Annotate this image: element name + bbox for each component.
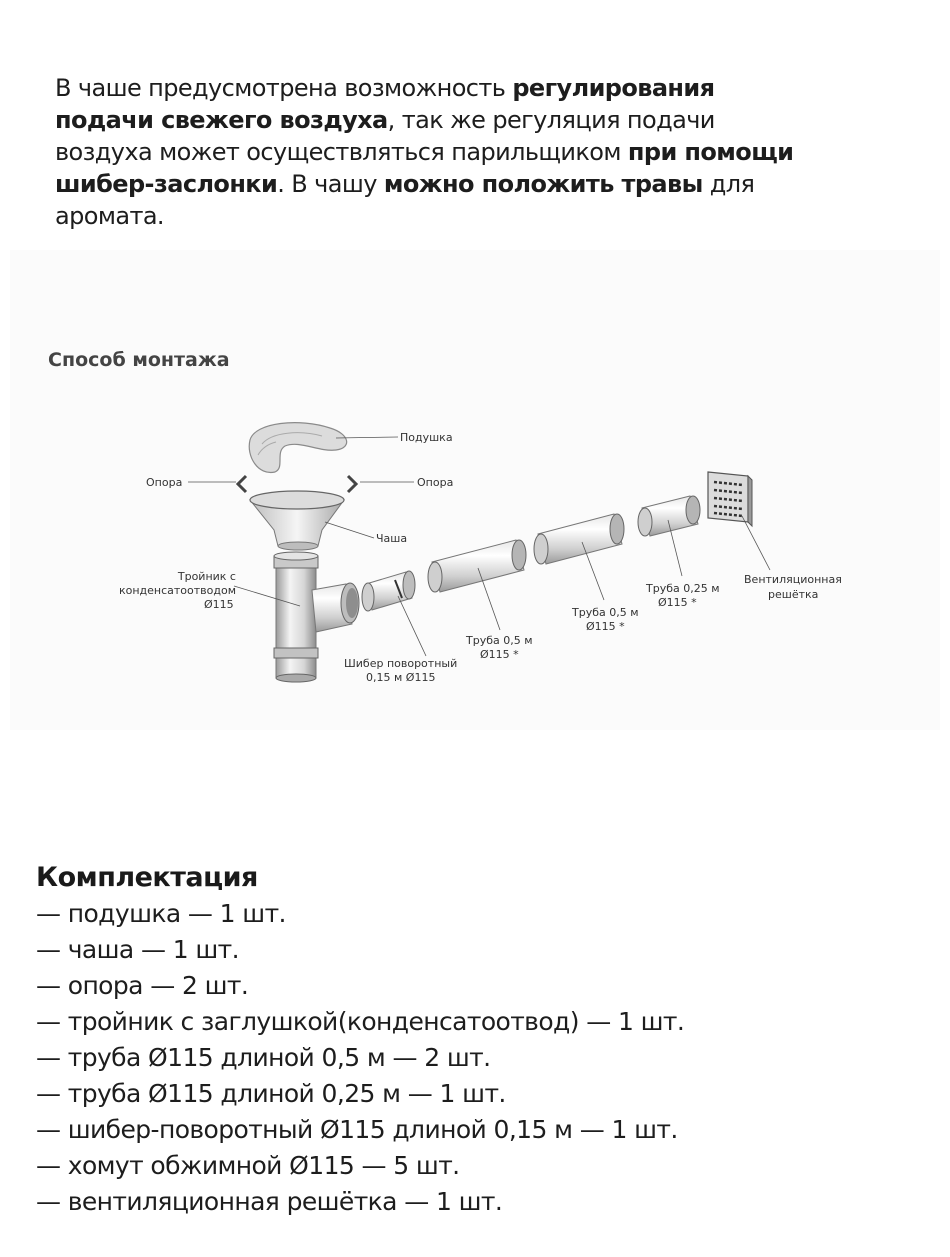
list-item: — шибер-поворотный Ø115 длиной 0,15 м — … xyxy=(36,1115,678,1144)
damper-label-line1: Шибер поворотный xyxy=(344,657,457,670)
intro-segment-bold: при помощи шибер-заслонки xyxy=(55,138,794,198)
pillow-label: Подушка xyxy=(400,431,453,444)
grille-label-line1: Вентиляционная xyxy=(744,573,842,586)
list-item: — вентиляционная решётка — 1 шт. xyxy=(36,1187,503,1216)
pipe-1-leader xyxy=(477,567,501,631)
pipe-2-shape xyxy=(533,513,625,565)
list-item: — хомут обжимной Ø115 — 5 шт. xyxy=(36,1151,460,1180)
tee-shape xyxy=(273,551,360,683)
pipe-3-leader xyxy=(667,519,683,577)
kit-section: Комплектация — подушка — 1 шт. — чаша — … xyxy=(36,860,916,1220)
pipe-2-label-line1: Труба 0,5 м xyxy=(571,606,639,619)
pipe-1-shape xyxy=(427,539,527,593)
pillow-leader xyxy=(335,436,399,439)
list-item: — труба Ø115 длиной 0,5 м — 2 шт. xyxy=(36,1043,491,1072)
kit-list: — подушка — 1 шт. — чаша — 1 шт. — опора… xyxy=(36,896,916,1220)
grille-label-line2: решётка xyxy=(768,588,818,601)
intro-segment-bold: регулирования подачи свежего воздуха xyxy=(55,74,715,134)
tee-label-line1: Тройник с xyxy=(177,570,236,583)
support-left-shape xyxy=(235,474,248,494)
pipe-2-label-line2: Ø115 * xyxy=(586,620,625,633)
pipe-1-label-line1: Труба 0,5 м xyxy=(465,634,533,647)
intro-segment: для аромата. xyxy=(55,170,755,230)
list-item: — труба Ø115 длиной 0,25 м — 1 шт. xyxy=(36,1079,506,1108)
pipe-3-shape xyxy=(637,495,701,537)
support-right-label: Опора xyxy=(417,476,453,489)
grille-leader xyxy=(741,515,771,571)
bowl-leader xyxy=(324,521,375,539)
intro-segment: В чаше предусмотрена возможность xyxy=(55,74,513,102)
pillow-shape xyxy=(248,422,348,474)
list-item: — подушка — 1 шт. xyxy=(36,899,287,928)
tee-label-line3: Ø115 xyxy=(204,598,234,611)
grille-shape xyxy=(707,471,753,528)
list-item: — тройник с заглушкой(конденсатоотвод) —… xyxy=(36,1007,685,1036)
list-item: — чаша — 1 шт. xyxy=(36,935,240,964)
pipe-2-leader xyxy=(581,541,605,601)
pipe-3-label-line1: Труба 0,25 м xyxy=(645,582,720,595)
support-right-shape xyxy=(346,474,359,494)
tee-leader xyxy=(233,585,301,607)
diagram-background xyxy=(10,250,940,730)
intro-segment: . В чашу xyxy=(277,170,384,198)
list-item: — опора — 2 шт. xyxy=(36,971,249,1000)
pipe-3-label-line2: Ø115 * xyxy=(658,596,697,609)
kit-title: Комплектация xyxy=(36,862,258,893)
damper-leader xyxy=(397,595,427,657)
diagram-title: Способ монтажа xyxy=(48,349,230,371)
bowl-label: Чаша xyxy=(376,532,407,545)
intro-segment: , так же регуляция подачи воздуха может … xyxy=(55,106,715,166)
installation-diagram: Способ монтажа Подушка Опора Опора Чаша … xyxy=(48,349,842,684)
support-left-label: Опора xyxy=(146,476,182,489)
pipe-1-label-line2: Ø115 * xyxy=(480,648,519,661)
bowl-shape xyxy=(248,490,345,551)
intro-segment-bold: можно положить травы xyxy=(383,170,703,198)
tee-label-line2: конденсатоотводом xyxy=(119,584,236,597)
damper-label-line2: 0,15 м Ø115 xyxy=(366,671,435,684)
intro-paragraph: В чаше предусмотрена возможность регулир… xyxy=(55,72,795,232)
damper-shape xyxy=(361,570,416,612)
